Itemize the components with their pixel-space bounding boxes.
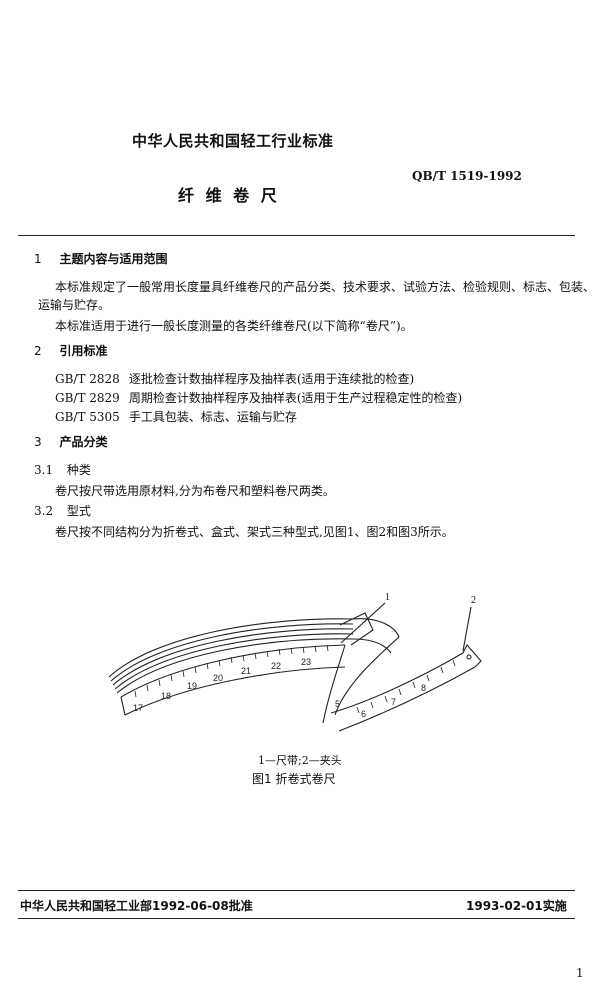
subsection-3-1-heading: 3.1 种类 [34,461,91,478]
tape-number: 7 [391,697,396,707]
section-3-number: 3 [34,435,42,449]
section-3-title: 产品分类 [59,435,108,449]
reference-item: GB/T 2829 周期检查计数抽样程序及抽样表(适用于生产过程稳定性的检查) [55,389,462,406]
tape-number: 21 [241,666,251,676]
reference-text: 周期检查计数抽样程序及抽样表(适用于生产过程稳定性的检查) [128,391,463,405]
reference-code: GB/T 2828 [55,372,120,386]
subsection-3-1-number: 3.1 [34,463,54,477]
reference-text: 手工具包装、标志、运输与贮存 [128,410,297,424]
reference-item: GB/T 5305 手工具包装、标志、运输与贮存 [55,408,297,425]
header-divider [18,235,575,236]
section-2-number: 2 [34,344,42,358]
tape-number: 5 [335,699,340,709]
section-1-para1-line1: 本标准规定了一般常用长度量具纤维卷尺的产品分类、技术要求、试验方法、检验规则、标… [55,280,596,294]
callout-2: 2 [471,595,476,606]
reference-code: GB/T 2829 [55,391,120,405]
tape-number: 22 [271,661,281,671]
section-1-heading: 1 主题内容与适用范围 [34,250,167,267]
footer-divider [18,890,575,891]
callout-1: 1 [385,592,390,603]
subsection-3-1-title: 种类 [66,463,91,477]
subsection-3-2-number: 3.2 [34,504,54,518]
tape-number: 6 [361,709,366,719]
org-title: 中华人民共和国轻工行业标准 [132,132,334,150]
section-1-para1-line2: 运输与贮存。 [38,298,111,312]
figure-caption: 图1 折卷式卷尺 [252,772,336,786]
effective-date: 1993-02-01实施 [466,899,567,913]
reference-text: 逐批检查计数抽样程序及抽样表(适用于连续批的检查) [128,372,415,386]
tape-measure-figure: 17 18 19 20 21 22 23 5 6 7 8 1 2 [108,592,482,732]
approval-line: 中华人民共和国轻工业部1992-06-08批准 [20,899,253,913]
page-number: 1 [576,966,584,980]
reference-code: GB/T 5305 [55,410,120,424]
subsection-3-1-text: 卷尺按尺带选用原材料,分为布卷尺和塑料卷尺两类。 [55,484,335,498]
tape-number: 8 [421,683,426,693]
subsection-3-2-text: 卷尺按不同结构分为折卷式、盒式、架式三种型式,见图1、图2和图3所示。 [55,525,454,539]
reference-item: GB/T 2828 逐批检查计数抽样程序及抽样表(适用于连续批的检查) [55,370,414,387]
subsection-3-2-title: 型式 [66,504,91,518]
section-1-number: 1 [34,252,42,266]
tape-number: 17 [133,703,143,713]
tape-number: 23 [301,657,311,667]
subsection-3-2-heading: 3.2 型式 [34,502,91,519]
section-1-para2: 本标准适用于进行一般长度测量的各类纤维卷尺(以下简称“卷尺”)。 [55,319,413,333]
standard-code: QB/T 1519-1992 [412,169,522,183]
footer-bottom-divider [18,918,575,919]
tape-number: 18 [161,691,171,701]
tape-number: 19 [187,681,197,691]
section-2-title: 引用标准 [59,344,108,358]
section-3-heading: 3 产品分类 [34,433,107,450]
tape-number: 20 [213,673,223,683]
section-2-heading: 2 引用标准 [34,342,107,359]
section-1-title: 主题内容与适用范围 [59,252,168,266]
figure-legend: 1—尺带;2—夹头 [258,754,342,767]
document-title: 纤 维 卷 尺 [178,186,280,205]
